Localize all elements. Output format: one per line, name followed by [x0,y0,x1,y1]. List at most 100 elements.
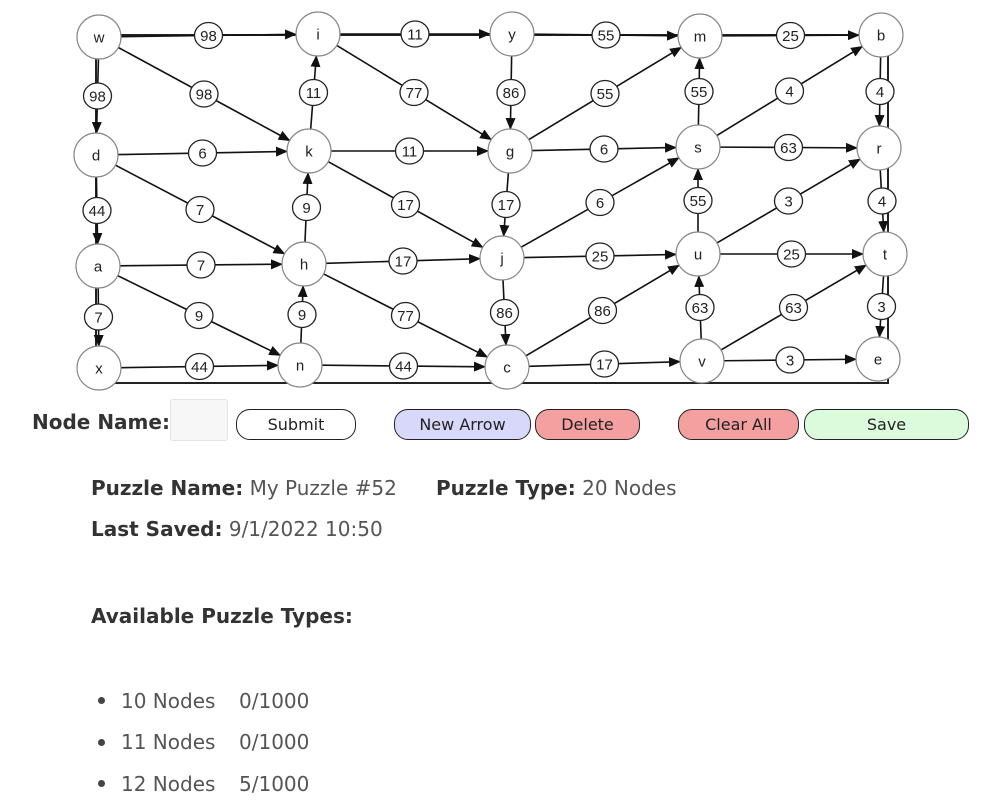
edge-weight-badge [585,242,615,270]
edge-j-c[interactable]: 86 [489,279,520,347]
edge-a-x[interactable]: 7 [83,287,114,348]
edge-w-i[interactable]: 98 [120,21,298,50]
edge-m-b[interactable]: 25 [721,21,861,50]
node-circle[interactable] [277,342,323,388]
edge-v-t[interactable]: 63 [720,264,867,351]
edge-u-t[interactable]: 25 [720,240,864,268]
clear-all-button[interactable]: Clear All [678,409,799,440]
edge-t-e[interactable]: 3 [866,275,897,339]
node-circle[interactable] [679,338,725,384]
edge-h-k[interactable]: 9 [291,171,322,243]
node-t[interactable]: t [862,231,908,277]
edge-j-s[interactable]: 6 [520,157,680,248]
node-b[interactable]: b [858,12,904,58]
node-circle[interactable] [862,231,908,277]
new-arrow-button[interactable]: New Arrow [394,409,531,440]
available-types-heading: Available Puzzle Types: [91,604,353,628]
puzzle-type-line: Puzzle Type: 20 Nodes [436,476,677,500]
node-i[interactable]: i [295,11,341,57]
node-circle[interactable] [484,344,530,390]
node-v[interactable]: v [679,338,725,384]
node-x[interactable]: x [76,345,122,391]
node-circle[interactable] [295,11,341,57]
node-m[interactable]: m [677,13,723,59]
node-circle[interactable] [75,243,121,289]
edge-k-j[interactable]: 17 [327,160,484,249]
edge-i-y[interactable]: 11 [340,20,491,48]
edge-weight-label: 9 [195,308,203,325]
delete-button[interactable]: Delete [535,409,640,440]
node-c[interactable]: c [484,344,530,390]
edge-s-b[interactable]: 4 [716,45,864,137]
node-circle[interactable] [479,235,525,281]
node-s[interactable]: s [675,124,721,170]
edge-c-v[interactable]: 17 [528,350,682,378]
save-button[interactable]: Save [804,409,969,440]
node-circle[interactable] [489,11,535,57]
node-circle[interactable] [858,12,904,58]
edge-d-h[interactable]: 7 [115,164,286,255]
node-k[interactable]: k [286,128,332,174]
node-d[interactable]: d [73,132,119,178]
node-circle[interactable] [856,125,902,171]
node-circle[interactable] [76,345,122,391]
list-item[interactable]: 11 Nodes 0/1000 [98,722,309,764]
edge-b-r[interactable]: 4 [865,56,895,128]
node-circle[interactable] [73,132,119,178]
edge-a-h[interactable]: 7 [119,251,284,279]
edge-g-j[interactable]: 17 [491,172,521,238]
node-a[interactable]: a [75,243,121,289]
node-name-input[interactable] [170,399,228,441]
edge-w-k[interactable]: 98 [117,46,291,142]
edge-i-g[interactable]: 77 [336,44,493,141]
edge-weight-label: 77 [406,85,423,102]
edge-y-m[interactable]: 55 [533,21,680,49]
edge-u-r[interactable]: 3 [716,158,861,244]
edge-k-i[interactable]: 11 [298,54,329,130]
node-u[interactable]: u [675,231,721,277]
edge-d-a[interactable]: 44 [82,176,112,246]
node-circle[interactable] [286,128,332,174]
edge-h-j[interactable]: 17 [325,247,482,275]
node-w[interactable]: w [76,14,122,60]
node-n[interactable]: n [277,342,323,388]
edge-v-u[interactable]: 63 [685,274,715,340]
submit-button[interactable]: Submit [236,409,356,440]
node-circle[interactable] [675,231,721,277]
edge-x-n[interactable]: 44 [120,352,280,381]
node-circle[interactable] [487,128,533,174]
edge-n-h[interactable]: 9 [287,284,317,344]
edge-y-g[interactable]: 86 [496,55,526,131]
node-circle[interactable] [855,336,901,382]
node-y[interactable]: y [489,11,535,57]
edge-s-m[interactable]: 55 [684,56,714,126]
node-e[interactable]: e [855,336,901,382]
node-circle[interactable] [677,13,723,59]
edge-n-c[interactable]: 44 [321,352,487,380]
node-circle[interactable] [76,14,122,60]
list-item[interactable]: 10 Nodes 0/1000 [98,680,309,722]
node-j[interactable]: j [479,235,525,281]
edge-v-e[interactable]: 3 [723,346,858,374]
node-circle[interactable] [675,124,721,170]
edge-g-m[interactable]: 55 [528,46,683,141]
edge-j-u[interactable]: 25 [523,242,678,270]
node-h[interactable]: h [281,241,327,287]
edge-k-g[interactable]: 11 [331,137,489,165]
edge-h-c[interactable]: 77 [323,273,489,358]
edge-a-n[interactable]: 9 [117,274,282,357]
edge-weight-badge [82,196,112,225]
edge-g-s[interactable]: 6 [531,135,678,163]
node-g[interactable]: g [487,128,533,174]
list-item[interactable]: 12 Nodes 5/1000 [98,763,309,805]
node-circle[interactable] [281,241,327,287]
edge-d-k[interactable]: 6 [117,139,289,167]
edge-r-t[interactable]: 4 [867,169,897,234]
edge-c-u[interactable]: 86 [525,264,680,357]
node-r[interactable]: r [856,125,902,171]
edge-w-d[interactable]: 98 [82,58,113,135]
edge-u-s[interactable]: 55 [683,168,713,232]
edge-s-r[interactable]: 63 [719,133,859,162]
edge-weight-badge [585,188,615,217]
